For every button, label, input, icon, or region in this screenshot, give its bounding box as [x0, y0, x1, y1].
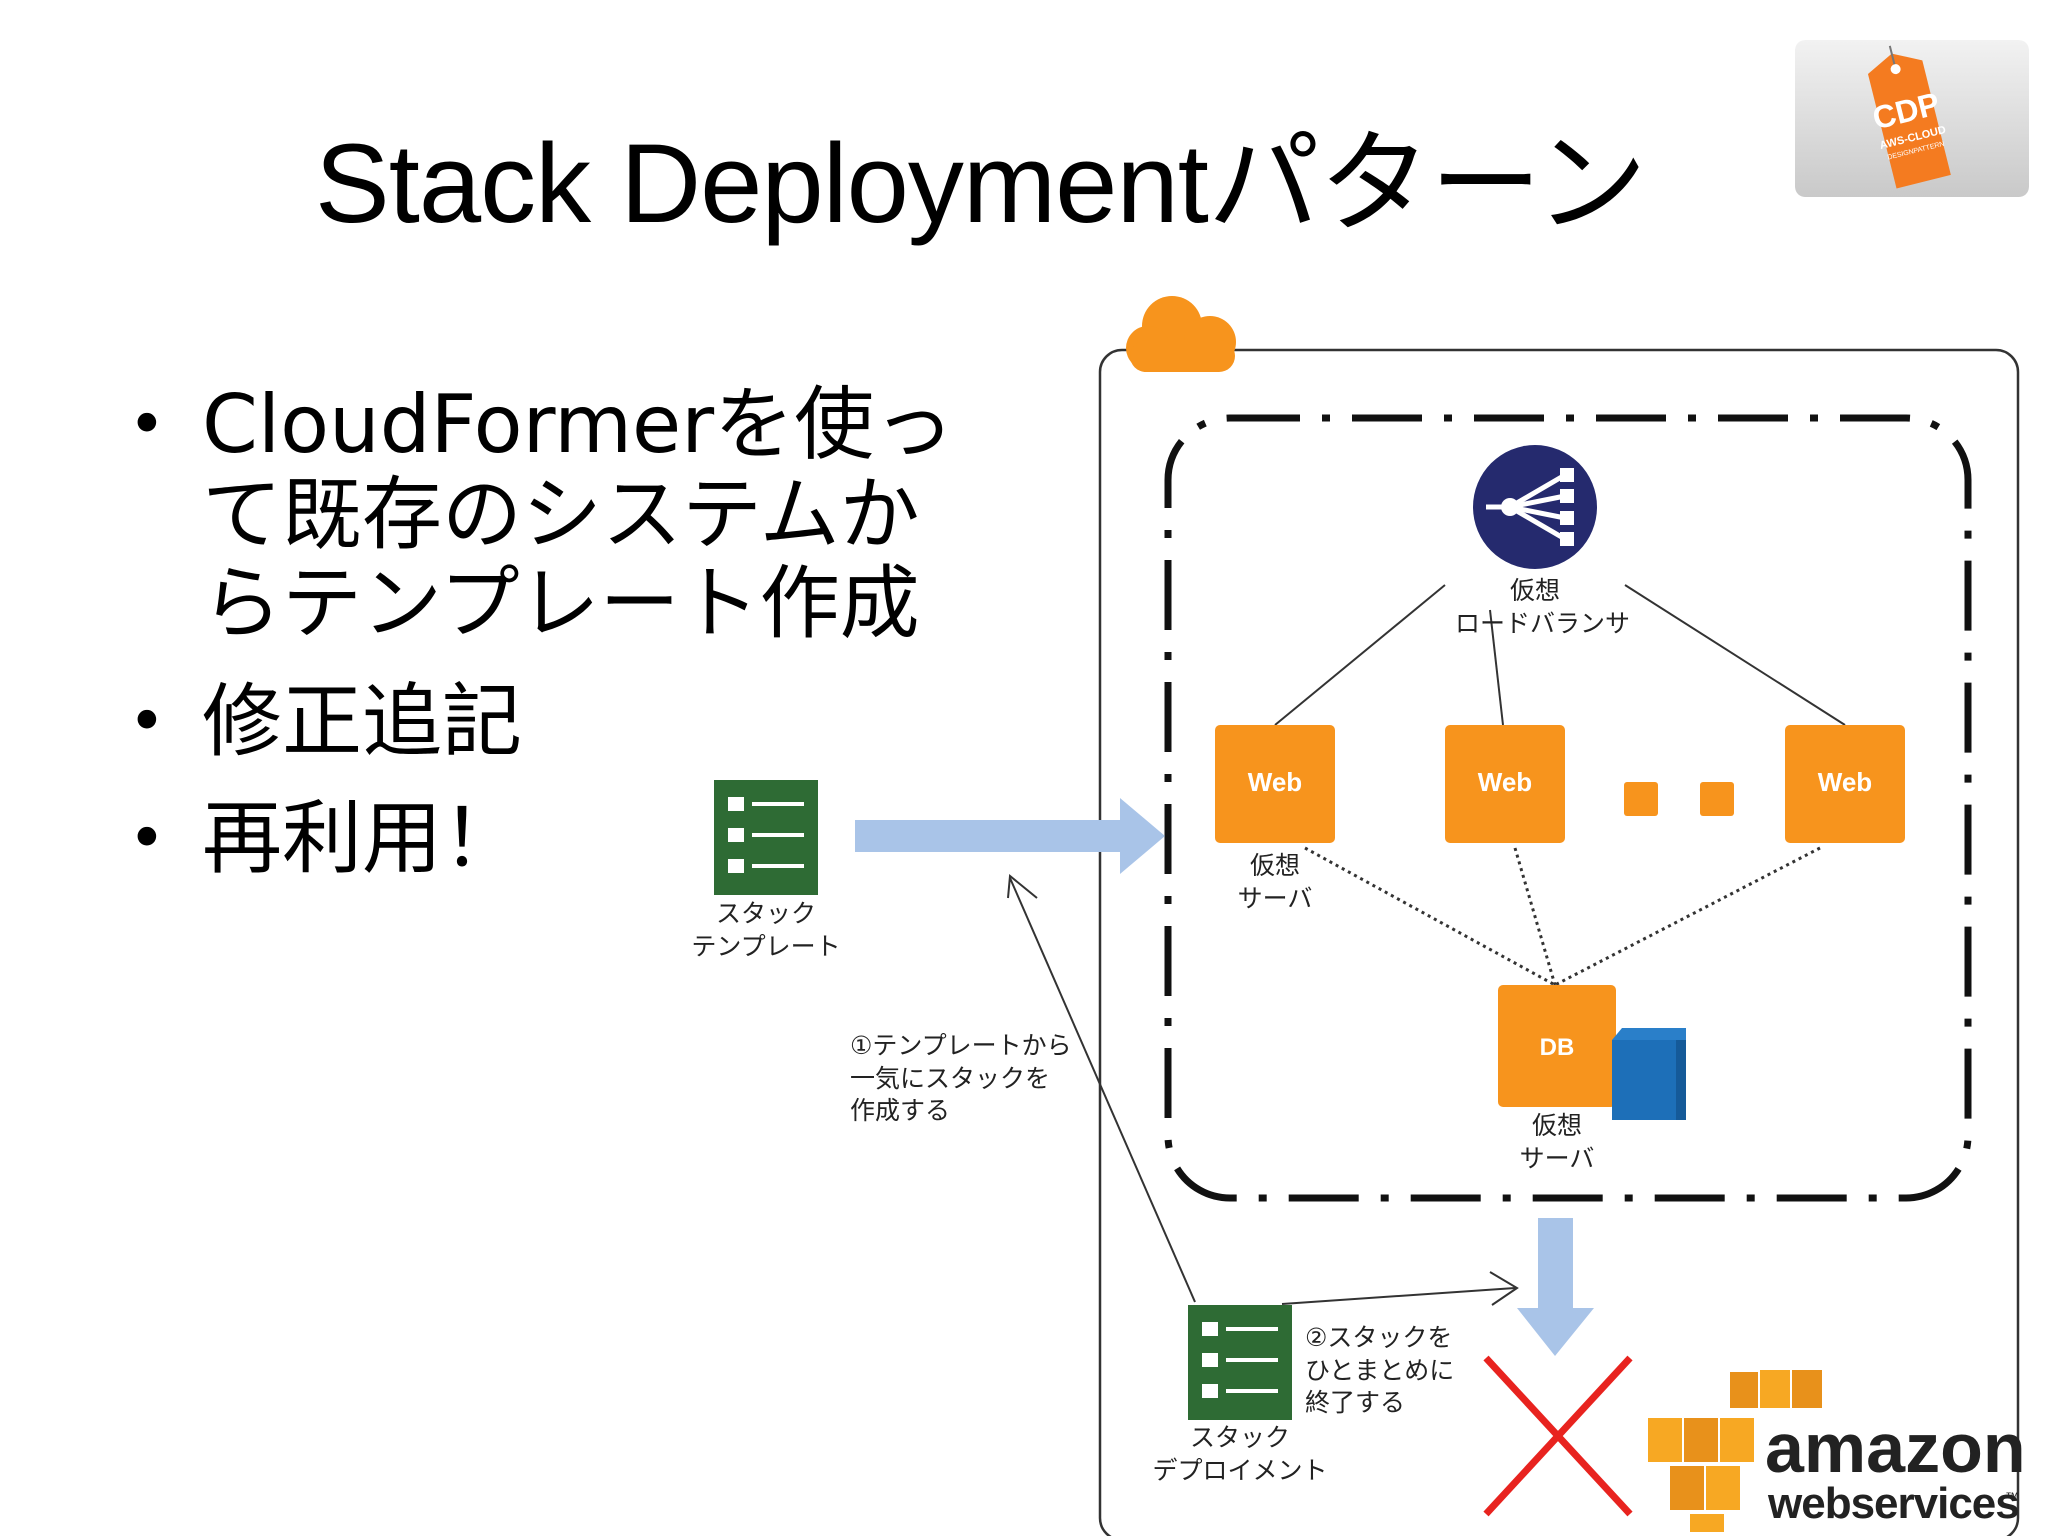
step1-label: ①テンプレートから 一気にスタックを 作成する	[850, 1031, 1072, 1125]
stack-deployment-label: スタック デプロイメント	[1152, 1423, 1328, 1485]
web-server-label: 仮想 サーバ	[1237, 851, 1313, 913]
step1-arrow	[1009, 877, 1196, 1303]
bullet-item-cloudformer: • CloudFormerを使っ て既存のシステムか らテンプレート作成	[110, 380, 1060, 649]
cdp-logo-graphic: CDP AWS-CLOUD DESIGNPATTERN	[1795, 40, 2029, 197]
aws-logo-amazon: amazon	[1765, 1409, 2026, 1487]
stack-template-label: スタック テンプレート	[691, 899, 841, 961]
bullet-line: らテンプレート作成	[202, 557, 920, 651]
bullet-line: 修正追記	[202, 674, 522, 768]
document-list-icon	[1188, 1305, 1292, 1420]
step2-label: ②スタックを ひとまとめに 終了する	[1305, 1323, 1455, 1417]
web-server: Web	[1445, 725, 1565, 843]
svg-text:Web: Web	[1248, 767, 1302, 797]
terminate-arrow	[1517, 1218, 1594, 1356]
storage-icon	[1612, 1028, 1686, 1120]
aws-logo-webservices: webservices	[1767, 1479, 2019, 1528]
bullet-line: CloudFormerを使っ	[202, 378, 955, 471]
document-list-icon	[714, 780, 818, 895]
svg-text:Web: Web	[1818, 767, 1872, 797]
slide-title: Stack Deploymentパターン	[315, 121, 1647, 246]
bullet-list: • CloudFormerを使っ て既存のシステムか らテンプレート作成 • 修…	[110, 380, 1060, 912]
db-server: DB	[1498, 985, 1616, 1107]
svg-text:Web: Web	[1478, 767, 1532, 797]
aws-logo-cubes	[1648, 1370, 1822, 1532]
lb-web-connector	[1274, 584, 1446, 726]
web-server: Web	[1785, 725, 1905, 843]
cloud-icon	[1126, 296, 1236, 372]
load-balancer-icon	[1473, 445, 1597, 569]
web-db-connector	[1554, 846, 1821, 987]
bullet-line: 再利用！	[202, 792, 522, 886]
web-db-connector	[1513, 847, 1557, 986]
cdp-logo: CDP AWS-CLOUD DESIGNPATTERN	[1795, 40, 2029, 197]
bullet-line: て既存のシステムか	[202, 467, 920, 561]
web-server: Web	[1215, 725, 1335, 843]
ellipsis-dot	[1700, 782, 1734, 816]
stack-boundary	[1164, 414, 1972, 1202]
db-server-label: 仮想 サーバ	[1519, 1111, 1595, 1173]
load-balancer-label: 仮想 ロードバランサ	[1455, 576, 1631, 638]
lb-web-connector	[1489, 609, 1504, 726]
web-db-connector	[1304, 846, 1556, 987]
svg-text:™: ™	[2005, 1489, 2019, 1505]
delete-x-icon	[1483, 1355, 1633, 1517]
bullet-item-reuse: • 再利用！	[110, 794, 1060, 884]
step2-arrow	[1281, 1287, 1516, 1305]
lb-web-connector	[1624, 584, 1846, 726]
ellipsis-dot	[1624, 782, 1658, 816]
aws-cloud-container	[1098, 348, 2020, 1536]
deploy-arrow	[855, 798, 1165, 874]
bullet-item-fix: • 修正追記	[110, 677, 1060, 767]
svg-text:DB: DB	[1540, 1034, 1575, 1061]
